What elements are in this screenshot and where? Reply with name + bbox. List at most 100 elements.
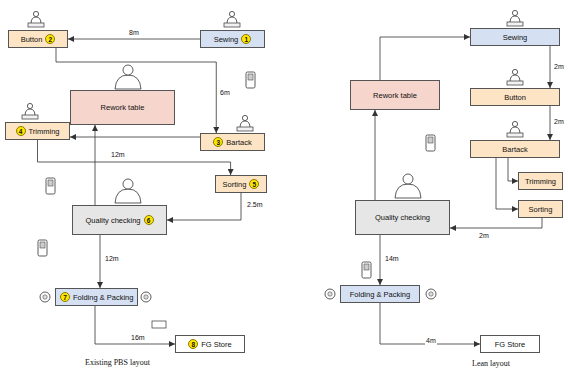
station-name: Bartack <box>502 145 527 154</box>
distance-label: 14m <box>384 254 400 263</box>
worker-head <box>33 11 38 16</box>
figure-head <box>123 179 133 189</box>
process-box: Quality checking <box>355 200 450 235</box>
packer-icon <box>40 292 50 302</box>
packer-face <box>144 295 148 299</box>
trolley-frame <box>246 72 255 88</box>
inspector-figure <box>115 179 141 203</box>
callout-number: 5 <box>249 179 259 189</box>
callout-number: 1 <box>241 34 251 44</box>
flow-arrow <box>167 193 241 220</box>
process-box: Bartack3 <box>200 133 265 151</box>
process-box: Sorting <box>518 200 563 218</box>
flow-arrow <box>380 37 470 80</box>
station-name: FG Store <box>495 340 525 349</box>
process-box: Folding & Packing <box>340 285 420 303</box>
process-box: Button <box>470 88 560 106</box>
packer-icon <box>426 289 436 299</box>
packer-face <box>43 295 47 299</box>
trolley-frame <box>426 135 435 151</box>
station-name: Quality checking <box>375 213 430 222</box>
worker-head <box>512 121 517 126</box>
work-desk <box>224 23 240 27</box>
station-name: FG Store <box>201 340 231 349</box>
flow-arrow <box>95 125 96 205</box>
trolley-icon <box>46 178 55 194</box>
station-name: Sorting <box>223 180 247 189</box>
callout-number: 6 <box>144 215 154 225</box>
work-desk <box>507 133 523 137</box>
station-name: Rework table <box>373 91 417 100</box>
packer-head <box>40 292 50 302</box>
inspector-figure <box>395 174 421 198</box>
packer-head <box>141 292 151 302</box>
station-name: Rework table <box>101 103 145 112</box>
layout-caption: Existing PBS layout <box>85 358 150 367</box>
process-box: Folding & Packing7 <box>55 288 138 306</box>
work-desk <box>507 81 523 85</box>
flow-arrow <box>100 235 101 288</box>
distance-label: 4m <box>425 336 437 345</box>
station-name: Sorting <box>529 205 553 214</box>
distance-label: 16m <box>130 333 146 342</box>
flow-arrow <box>70 137 200 138</box>
flow-arrow <box>380 235 381 285</box>
trolley-icon <box>426 135 435 151</box>
trolley-icon <box>362 262 371 278</box>
station-name: Quality checking <box>85 216 140 225</box>
worker-head <box>242 115 247 120</box>
station-name: Button <box>21 35 43 44</box>
trolley-bin <box>48 180 53 186</box>
figure-head <box>123 65 133 75</box>
station-name: Bartack <box>226 138 251 147</box>
station-name: Trimming <box>525 177 556 186</box>
distance-label: 2m <box>553 62 565 71</box>
trolley-bin <box>248 74 253 80</box>
process-box: Trimming4 <box>5 122 70 140</box>
distance-label: 8m <box>128 28 140 37</box>
process-box: Sorting5 <box>215 175 267 193</box>
process-box: FG Store <box>480 335 540 353</box>
process-box: Sewing1 <box>200 30 265 48</box>
worker-head <box>229 11 234 16</box>
figure-body <box>395 184 421 198</box>
flow-arrow <box>450 218 542 228</box>
station-name: Sewing <box>214 35 239 44</box>
worker-head <box>512 69 517 74</box>
callout-number: 8 <box>188 339 198 349</box>
process-box: FG Store8 <box>175 335 245 353</box>
station-name: Trimming <box>29 127 60 136</box>
process-box: Rework table <box>350 80 440 110</box>
layout-caption: Lean layout <box>472 359 510 368</box>
station-name: Sewing <box>503 33 528 42</box>
process-box: Sewing <box>470 28 560 46</box>
packer-head <box>325 289 335 299</box>
worker-icon <box>224 11 240 27</box>
flow-arrow <box>550 46 551 88</box>
work-desk <box>507 22 523 26</box>
inspector-figure <box>115 65 141 89</box>
flow-arrow <box>375 110 376 200</box>
worker-head <box>512 10 517 15</box>
worker-icon <box>28 11 44 27</box>
worker-head <box>27 103 32 108</box>
trolley-frame <box>46 178 55 194</box>
trolley-bin <box>40 242 45 248</box>
distance-label: 12m <box>110 150 126 159</box>
packer-icon <box>141 292 151 302</box>
process-box: Trimming <box>518 172 563 190</box>
process-box: Button2 <box>8 30 68 48</box>
callout-number: 4 <box>16 126 26 136</box>
worker-icon <box>237 115 253 131</box>
callout-number: 7 <box>60 292 70 302</box>
trolley-bin <box>428 137 433 143</box>
distance-label: 6m <box>219 88 231 97</box>
worker-icon <box>22 103 38 119</box>
work-desk <box>237 127 253 131</box>
trolley-icon <box>38 240 47 256</box>
callout-number: 2 <box>45 34 55 44</box>
trolley-bin <box>364 264 369 270</box>
cart-icon <box>152 321 166 328</box>
worker-icon <box>507 10 523 26</box>
flow-arrow <box>508 158 518 181</box>
